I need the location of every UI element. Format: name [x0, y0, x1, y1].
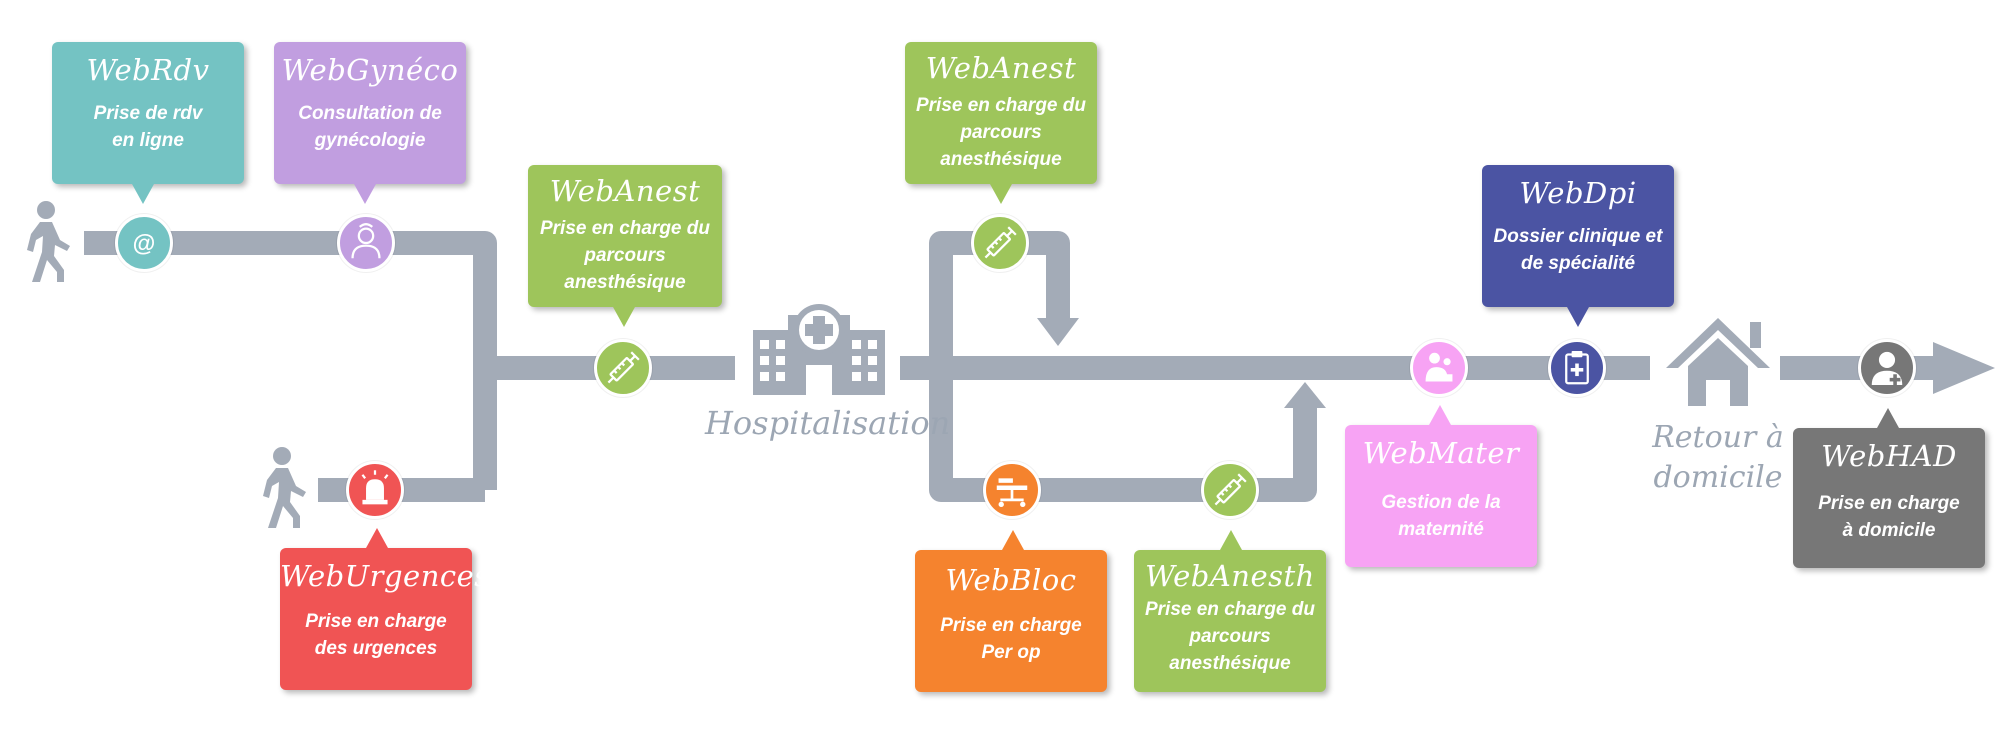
weburgences-pointer: [366, 528, 388, 548]
webhad-node[interactable]: [1858, 339, 1916, 397]
track-lower-loop: [929, 368, 1317, 502]
webrdv-pointer: [132, 184, 154, 204]
webbloc-box[interactable]: WebBloc Prise en charge Per op: [915, 550, 1107, 692]
box-description: Gestion de la maternité: [1381, 492, 1501, 540]
webrdv-node[interactable]: @: [115, 214, 173, 272]
arrow-right-head: [1933, 342, 1995, 394]
box-title: WebAnesth: [1145, 559, 1315, 593]
box-title: WebDpi: [1519, 176, 1637, 210]
weburgences-node[interactable]: [346, 461, 404, 519]
hospitalisation-label: Hospitalisation: [705, 404, 951, 442]
webhad-pointer: [1877, 408, 1899, 428]
box-title: WebMater: [1362, 436, 1520, 470]
walking-person-icon-top: [27, 201, 70, 282]
box-description: Prise en charge à domicile: [1818, 493, 1960, 541]
clipboard-icon: [1565, 350, 1589, 385]
webrdv-box[interactable]: WebRdv Prise de rdv en ligne: [52, 42, 244, 184]
box-title: WebUrgences: [280, 559, 490, 593]
at-icon: @: [133, 230, 156, 256]
box-description: Prise en charge Per op: [940, 615, 1082, 663]
webgyneco-box[interactable]: WebGynéco Consultation de gynécologie: [274, 42, 466, 184]
box-description: Prise en charge du parcours anesthésique: [915, 95, 1086, 170]
house-icon: [1666, 318, 1770, 406]
hospital-icon: [753, 304, 885, 395]
webanest1-box[interactable]: WebAnest Prise en charge du parcours ane…: [528, 165, 722, 307]
arrow-up-head: [1284, 382, 1326, 408]
syringe-icon: [607, 351, 640, 384]
box-title: WebRdv: [86, 53, 210, 87]
box-title: WebHAD: [1821, 439, 1957, 473]
webanest2-pointer: [990, 184, 1012, 204]
box-description: Dossier clinique et de spécialité: [1493, 226, 1663, 274]
box-description: Prise en charge des urgences: [305, 611, 447, 659]
webgyneco-node[interactable]: [337, 214, 395, 272]
syringe-icon: [984, 226, 1017, 259]
track-top-entry: [84, 231, 497, 490]
webanest2-node[interactable]: [971, 214, 1029, 272]
arrow-down-head: [1037, 318, 1079, 346]
box-description: Consultation de gynécologie: [298, 103, 442, 151]
webanest1-pointer: [613, 307, 635, 327]
webanest2-box[interactable]: WebAnest Prise en charge du parcours ane…: [905, 42, 1097, 184]
webmater-node[interactable]: [1410, 339, 1468, 397]
webhad-box[interactable]: WebHAD Prise en charge à domicile: [1793, 428, 1985, 568]
webanesth-node[interactable]: [1201, 461, 1259, 519]
webmater-pointer: [1429, 405, 1451, 425]
box-description: Prise de rdv en ligne: [93, 103, 203, 151]
webbloc-node[interactable]: [983, 461, 1041, 519]
box-title: WebAnest: [925, 51, 1077, 85]
doctor-icon: [351, 223, 381, 259]
webanest1-node[interactable]: [594, 339, 652, 397]
webdpi-box[interactable]: WebDpi Dossier clinique et de spécialité: [1482, 165, 1674, 307]
box-title: WebGynéco: [281, 53, 459, 87]
box-description: Prise en charge du parcours anesthésique: [1144, 599, 1315, 674]
operating-table-icon: [996, 478, 1028, 508]
syringe-icon: [1214, 473, 1247, 506]
webanesth-pointer: [1220, 530, 1242, 550]
walking-person-icon-bottom: [263, 447, 306, 528]
siren-icon: [361, 470, 389, 505]
webdpi-pointer: [1567, 307, 1589, 327]
mother-baby-icon: [1425, 352, 1453, 382]
nurse-icon: [1871, 351, 1903, 386]
box-title: WebBloc: [945, 563, 1077, 597]
box-description: Prise en charge du parcours anesthésique: [539, 218, 710, 293]
webdpi-node[interactable]: [1548, 339, 1606, 397]
box-title: WebAnest: [549, 174, 701, 208]
webbloc-pointer: [1002, 530, 1024, 550]
weburgences-box[interactable]: WebUrgences Prise en charge des urgences: [280, 548, 490, 690]
retour-domicile-label: Retour à domicile: [1652, 420, 1784, 495]
webmater-box[interactable]: WebMater Gestion de la maternité: [1345, 425, 1537, 567]
webgyneco-pointer: [354, 184, 376, 204]
webanesth-box[interactable]: WebAnesth Prise en charge du parcours an…: [1134, 550, 1326, 692]
